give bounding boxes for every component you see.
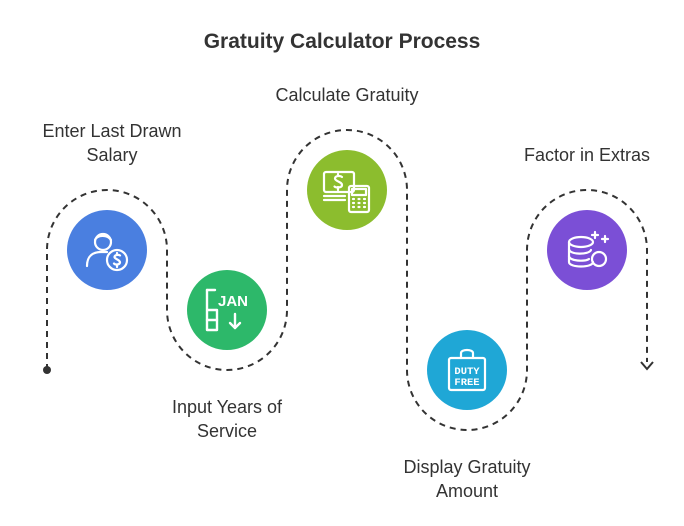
cash-calculator-icon <box>322 170 371 214</box>
svg-text:FREE: FREE <box>454 377 479 389</box>
person-dollar-icon <box>85 232 129 272</box>
step-5-label: Factor in Extras <box>523 145 651 165</box>
flow-end-arrow <box>640 361 654 371</box>
flow-start-dot <box>43 366 51 374</box>
step-5-node <box>547 210 627 290</box>
step-4-node: DUTY FREE <box>427 330 507 410</box>
diagram-title: Gratuity Calculator Process <box>203 30 481 53</box>
step-1-label: Enter Last Drawn Salary <box>42 121 182 165</box>
step-2-node: JAN <box>187 270 267 350</box>
calendar-jan-icon: JAN <box>205 288 248 332</box>
step-2-label: Input Years of Service <box>171 397 283 441</box>
step-1-node <box>67 210 147 290</box>
svg-text:JAN: JAN <box>218 293 248 310</box>
duty-free-bag-icon: DUTY FREE <box>447 348 487 392</box>
step-3-label: Calculate Gratuity <box>275 85 419 105</box>
step-4-label: Display Gratuity Amount <box>403 457 531 501</box>
step-3-node <box>307 150 387 230</box>
database-plus-icon <box>567 230 610 268</box>
svg-text:DUTY: DUTY <box>454 366 480 378</box>
